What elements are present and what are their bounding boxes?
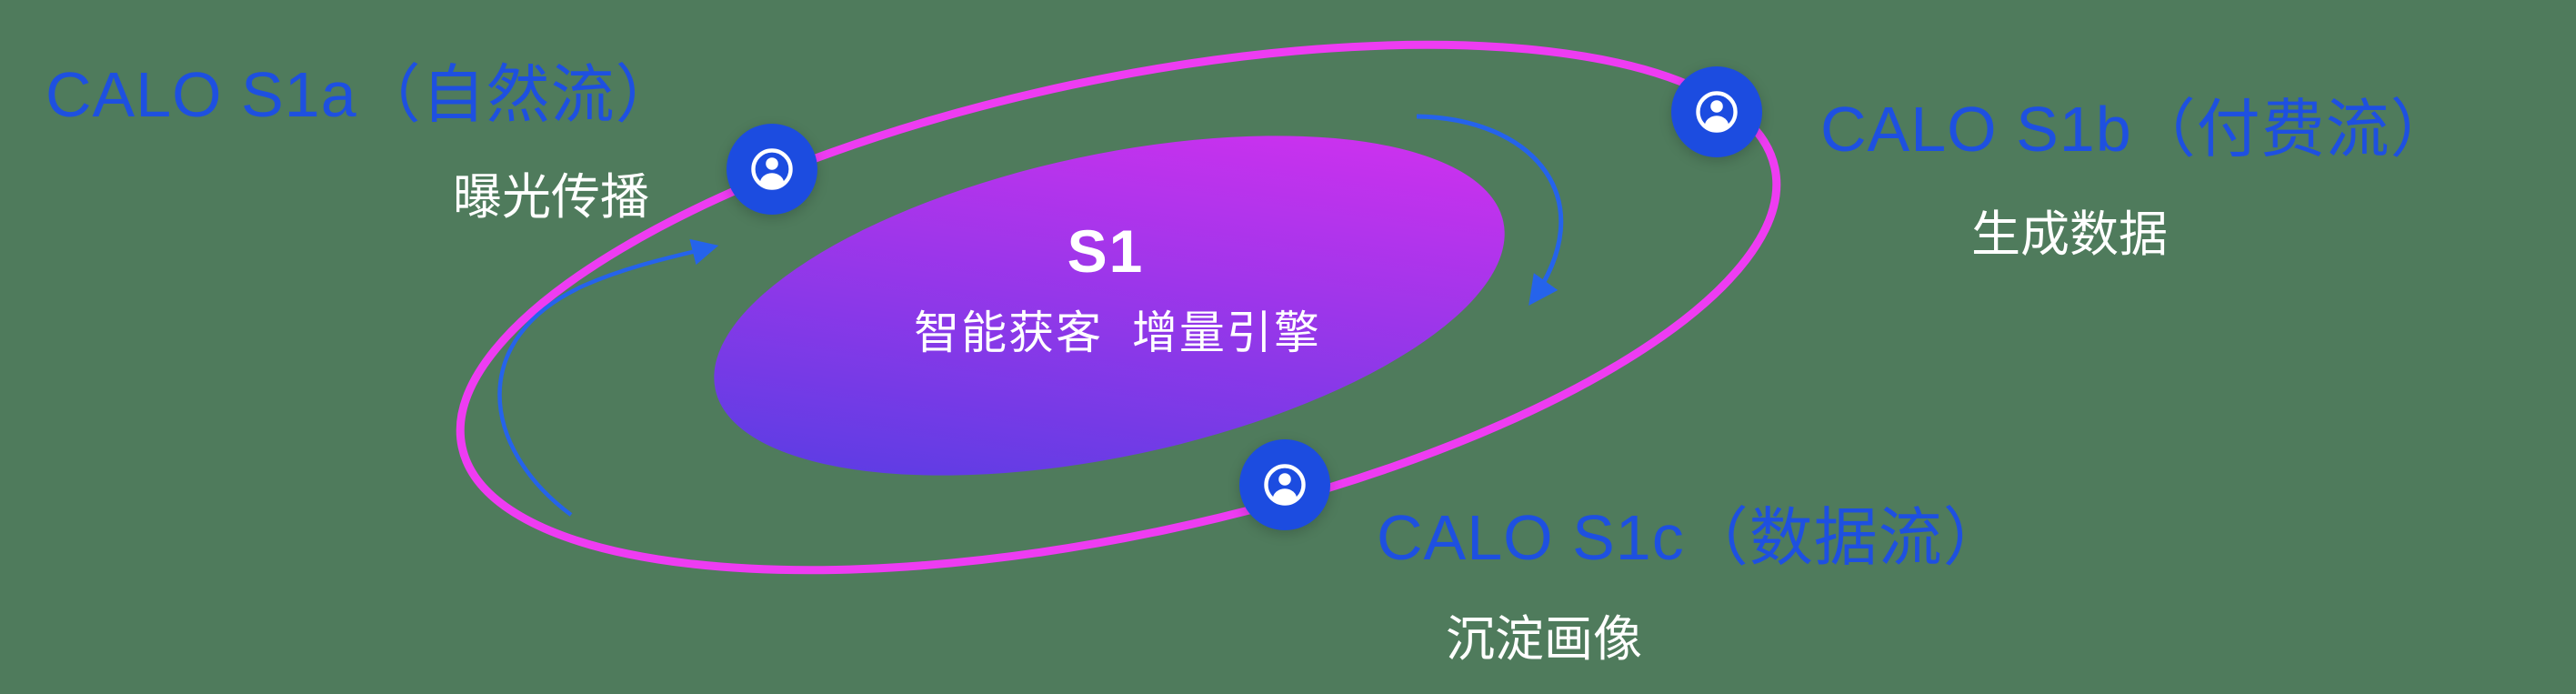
s1c-sublabel: 沉淀画像 [1446, 612, 1642, 667]
s1c-label: CALO S1c（数据流） [1377, 502, 2008, 573]
s1a-sublabel: 曝光传播 [453, 170, 649, 225]
core-title: S1 [1067, 217, 1145, 285]
s1b-user-badge [1671, 66, 1762, 157]
core-ellipse [714, 136, 1505, 476]
s1c-user-badge [1239, 439, 1330, 530]
orbit-ring [456, 40, 1781, 575]
s1a-label: CALO S1a（自然流） [45, 59, 680, 130]
left-flow-arrow [497, 238, 719, 517]
user-circle-icon [1690, 85, 1743, 138]
s1b-label: CALO S1b（付费流） [1820, 94, 2455, 165]
user-circle-icon [746, 143, 798, 196]
right-flow-arrow [1416, 114, 1564, 306]
s1a-user-badge [727, 124, 817, 215]
s1b-sublabel: 生成数据 [1971, 207, 2168, 262]
core-subtitle: 智能获客 增量引擎 [914, 307, 1321, 358]
user-circle-icon [1258, 458, 1311, 511]
